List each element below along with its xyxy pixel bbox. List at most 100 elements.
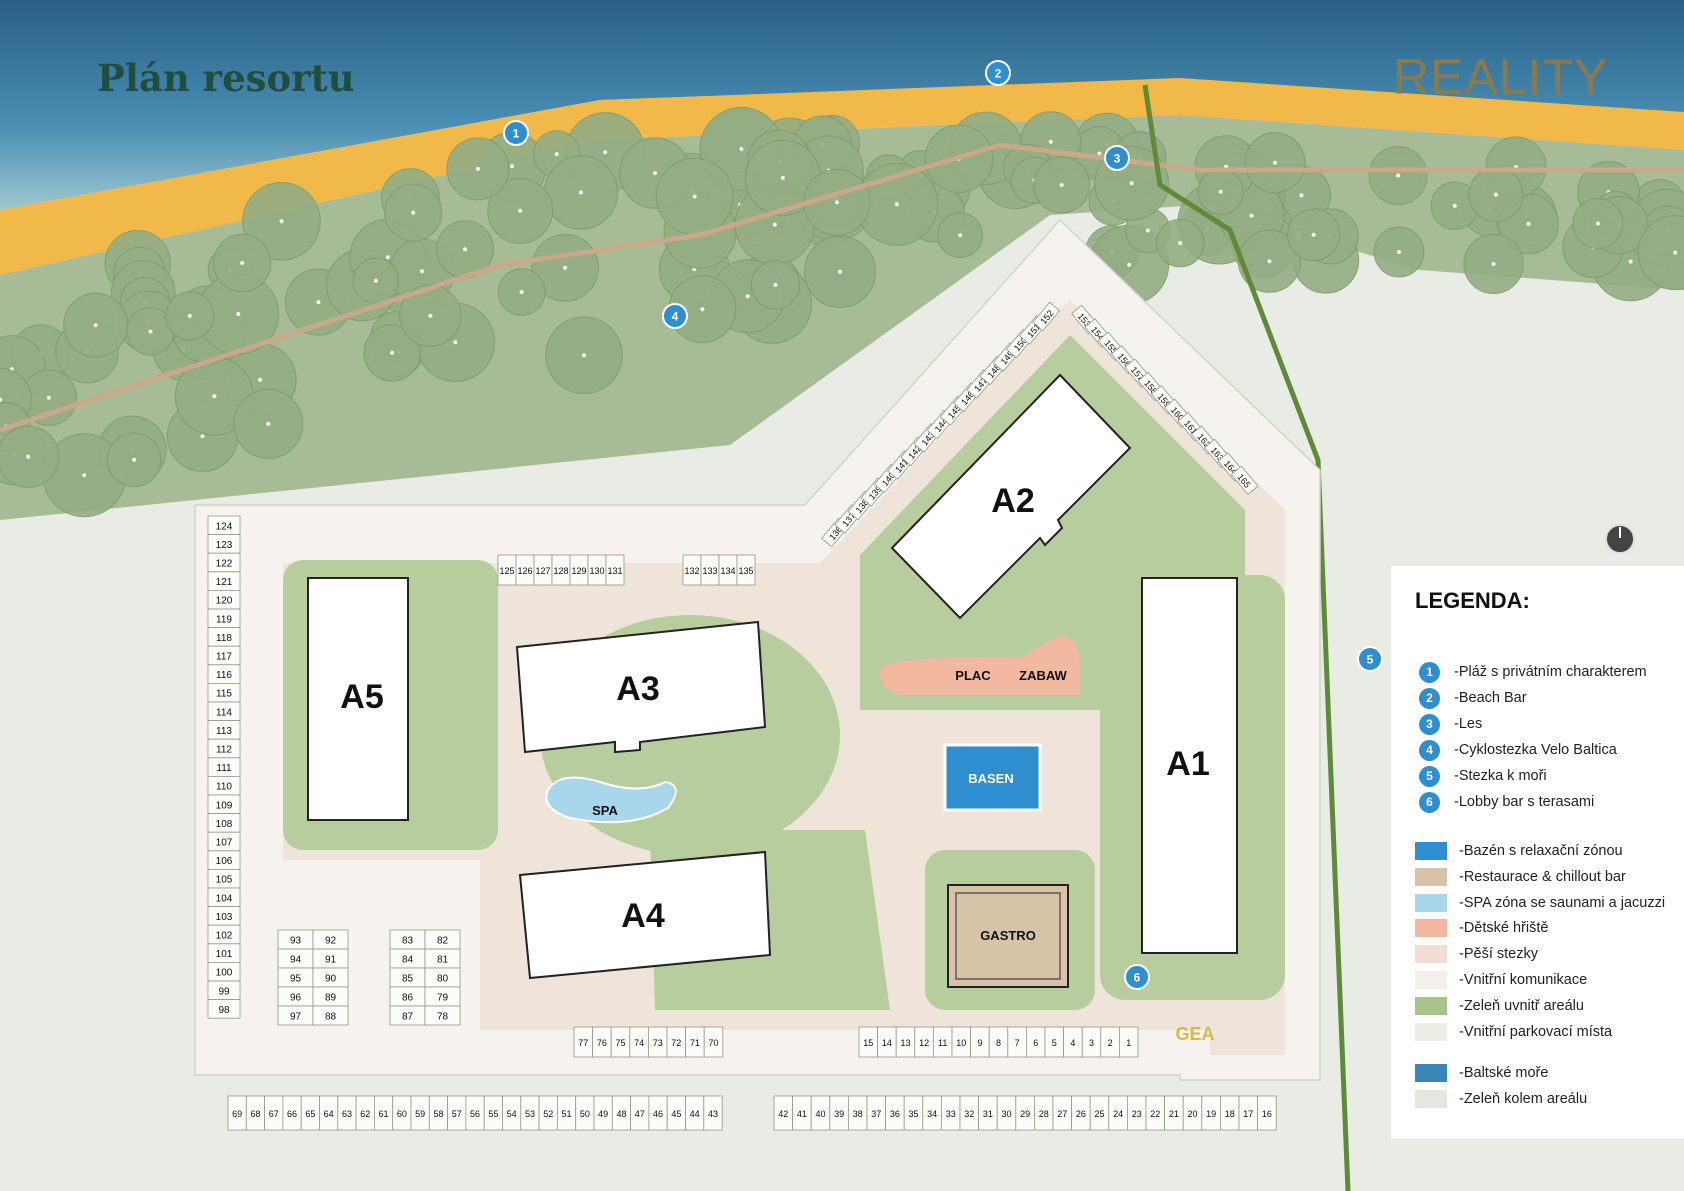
label-zabaw: ZABAW xyxy=(1019,668,1067,683)
parking-number: 29 xyxy=(1020,1109,1030,1119)
parking-spot: 100 xyxy=(207,962,241,982)
parking-spot: 105 xyxy=(207,869,241,889)
parking-spot: 107 xyxy=(207,831,241,852)
parking-spot: 38 xyxy=(848,1095,868,1131)
legend-label: -Les xyxy=(1454,716,1483,732)
parking-number: 80 xyxy=(437,974,449,985)
tree-center xyxy=(518,208,523,213)
tree-center xyxy=(373,278,378,283)
parking-spot: 89 xyxy=(312,986,349,1007)
tree-center xyxy=(82,473,87,478)
parking-number: 76 xyxy=(597,1038,607,1048)
parking-number: 31 xyxy=(983,1109,993,1119)
parking-number: 130 xyxy=(589,566,604,576)
parking-spot: 9 xyxy=(970,1026,990,1058)
tree-center xyxy=(200,434,205,439)
trail-to-sea xyxy=(1142,84,1351,1191)
parking-number: 105 xyxy=(216,875,233,886)
parking-number: 114 xyxy=(216,707,232,718)
parking-number: 67 xyxy=(269,1109,279,1119)
parking-spot: 29 xyxy=(1015,1095,1035,1131)
parking-spot: 130 xyxy=(587,554,607,586)
legend-number-badge: 5 xyxy=(1419,765,1440,787)
legend-item: 5-Stezka k moři xyxy=(1415,764,1547,788)
legend-label: -Cyklostezka Velo Baltica xyxy=(1454,742,1617,758)
parking-spot: 103 xyxy=(207,906,241,926)
parking-spot: 43 xyxy=(703,1095,723,1131)
parking-spot: 24 xyxy=(1108,1095,1128,1131)
parking-spot: 77 xyxy=(573,1026,594,1058)
parking-spot: 109 xyxy=(207,794,241,815)
legend-label: -Baltské moře xyxy=(1459,1065,1549,1081)
legend-item: -Vnitřní parkovací místa xyxy=(1415,1020,1612,1044)
parking-spot: 73 xyxy=(648,1026,668,1058)
parking-spot: 110 xyxy=(207,776,241,796)
legend-item: 1-Pláž s privátním charakterem xyxy=(1415,660,1647,684)
parking-spot: 117 xyxy=(207,645,241,666)
parking-number: 49 xyxy=(598,1109,608,1119)
tree-center xyxy=(1452,203,1457,208)
parking-number: 123 xyxy=(216,540,233,551)
parking-spot: 71 xyxy=(685,1026,705,1058)
parking-number: 4 xyxy=(1070,1038,1075,1048)
parking-number: 58 xyxy=(433,1109,443,1119)
parking-number: 57 xyxy=(452,1109,462,1119)
legend-item: -Restaurace & chillout bar xyxy=(1415,865,1626,889)
parking-spot: 101 xyxy=(207,943,241,963)
legend-swatch xyxy=(1415,893,1447,912)
tree-center xyxy=(258,377,263,382)
parking-spot: 45 xyxy=(666,1095,686,1131)
parking-number: 45 xyxy=(671,1109,681,1119)
tree-center xyxy=(510,164,514,169)
parking-spot: 111 xyxy=(207,757,241,777)
parking-spot: 134 xyxy=(718,554,738,586)
tree-center xyxy=(1493,192,1498,197)
parking-number: 93 xyxy=(290,936,302,947)
tree-center xyxy=(463,247,467,252)
parking-number: 88 xyxy=(325,1012,337,1023)
parking-number: 96 xyxy=(290,993,302,1004)
legend-item: -Pěší stezky xyxy=(1415,942,1538,966)
parking-spot: 127 xyxy=(533,554,553,586)
tree-center xyxy=(316,300,321,305)
tree-center xyxy=(834,200,839,205)
legend-swatch xyxy=(1415,842,1447,860)
parking-spot: 58 xyxy=(428,1095,448,1131)
parking-spot: 11 xyxy=(933,1026,953,1058)
tree-center xyxy=(653,171,658,176)
parking-number: 70 xyxy=(708,1038,718,1048)
parking-spot: 87 xyxy=(389,1005,426,1026)
legend-swatch xyxy=(1415,971,1447,989)
parking-number: 132 xyxy=(684,566,699,576)
parking-spot: 54 xyxy=(502,1095,522,1131)
parking-spot: 62 xyxy=(355,1095,375,1131)
parking-number: 104 xyxy=(216,893,233,904)
parking-spot: 63 xyxy=(337,1095,357,1131)
parking-number: 101 xyxy=(216,949,233,960)
parking-number: 23 xyxy=(1132,1109,1142,1119)
parking-spot: 72 xyxy=(666,1026,687,1058)
parking-number: 89 xyxy=(325,993,337,1004)
parking-number: 90 xyxy=(325,974,337,985)
parking-number: 103 xyxy=(216,912,233,923)
parking-spot: 97 xyxy=(277,1005,314,1026)
parking-number: 63 xyxy=(342,1109,352,1119)
parking-spot: 88 xyxy=(312,1005,349,1026)
parking-number: 120 xyxy=(216,596,233,607)
legend-number-badge: 3 xyxy=(1419,713,1440,735)
legend-number-badge: 6 xyxy=(1419,791,1440,813)
parking-number: 20 xyxy=(1187,1109,1197,1119)
tree-center xyxy=(894,202,899,207)
tree-center xyxy=(475,166,480,171)
parking-number: 30 xyxy=(1001,1109,1011,1119)
parking-number: 44 xyxy=(690,1109,700,1119)
tree-center xyxy=(519,290,524,295)
parking-number: 13 xyxy=(900,1038,910,1048)
tree-center xyxy=(582,353,586,358)
parking-spot: 123 xyxy=(207,534,241,554)
parking-spot: 18 xyxy=(1220,1095,1240,1131)
parking-number: 2 xyxy=(1108,1038,1113,1048)
